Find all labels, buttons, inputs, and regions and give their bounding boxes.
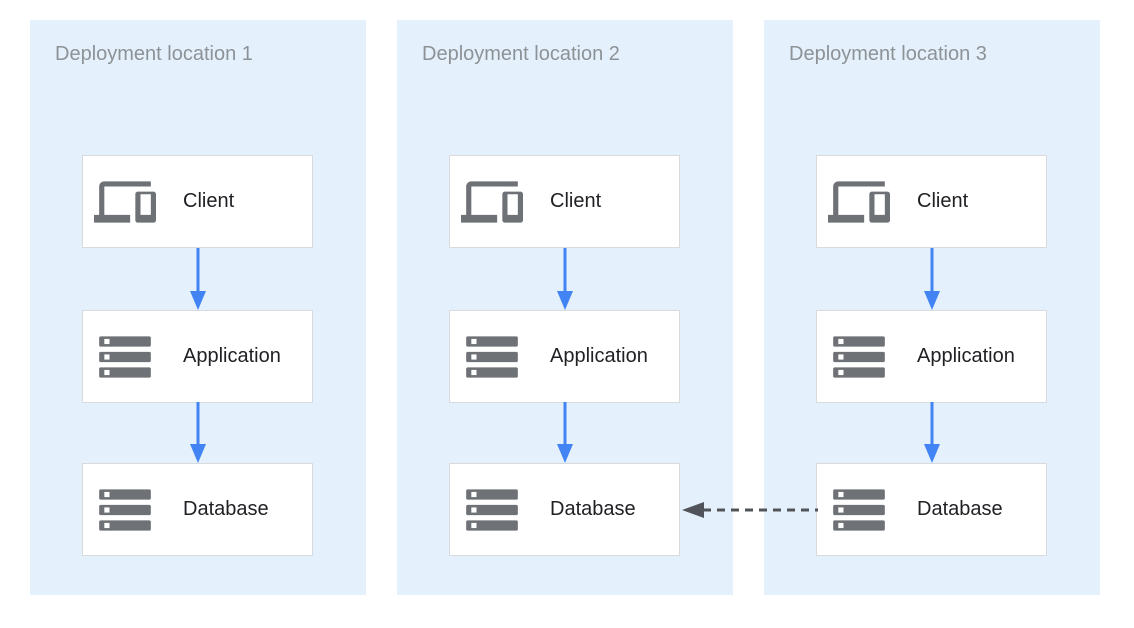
node-application: Application: [449, 310, 680, 403]
panel-title: Deployment location 1: [55, 43, 253, 65]
arrow-application-to-database: [924, 402, 940, 463]
node-application: Application: [816, 310, 1047, 403]
node-database: Database: [816, 463, 1047, 556]
arrow-database3-to-database2-dashed: [682, 502, 818, 518]
arrow-client-to-application: [190, 248, 206, 310]
node-label: Application: [917, 345, 1015, 367]
devices-icon: [827, 156, 891, 247]
node-label: Client: [917, 190, 969, 212]
storage-icon: [827, 311, 891, 402]
node-client: Client: [82, 155, 313, 248]
node-label: Database: [550, 498, 636, 520]
node-client: Client: [816, 155, 1047, 248]
panel-title: Deployment location 3: [789, 43, 987, 65]
node-label: Database: [183, 498, 269, 520]
node-application: Application: [82, 310, 313, 403]
panel-deployment-location-2: Deployment location 2 Client Application: [397, 20, 733, 595]
node-label: Client: [550, 190, 602, 212]
arrow-application-to-database: [190, 402, 206, 463]
node-label: Database: [917, 498, 1003, 520]
node-database: Database: [449, 463, 680, 556]
node-label: Application: [550, 345, 648, 367]
node-client: Client: [449, 155, 680, 248]
arrow-application-to-database: [557, 402, 573, 463]
node-label: Application: [183, 345, 281, 367]
storage-icon: [93, 464, 157, 555]
arrow-client-to-application: [924, 248, 940, 310]
devices-icon: [93, 156, 157, 247]
storage-icon: [827, 464, 891, 555]
panel-title: Deployment location 2: [422, 43, 620, 65]
devices-icon: [460, 156, 524, 247]
node-database: Database: [82, 463, 313, 556]
storage-icon: [460, 311, 524, 402]
panel-deployment-location-3: Deployment location 3 Client Application: [764, 20, 1100, 595]
arrow-client-to-application: [557, 248, 573, 310]
storage-icon: [93, 311, 157, 402]
node-label: Client: [183, 190, 235, 212]
panel-deployment-location-1: Deployment location 1 Client Application: [30, 20, 366, 595]
storage-icon: [460, 464, 524, 555]
